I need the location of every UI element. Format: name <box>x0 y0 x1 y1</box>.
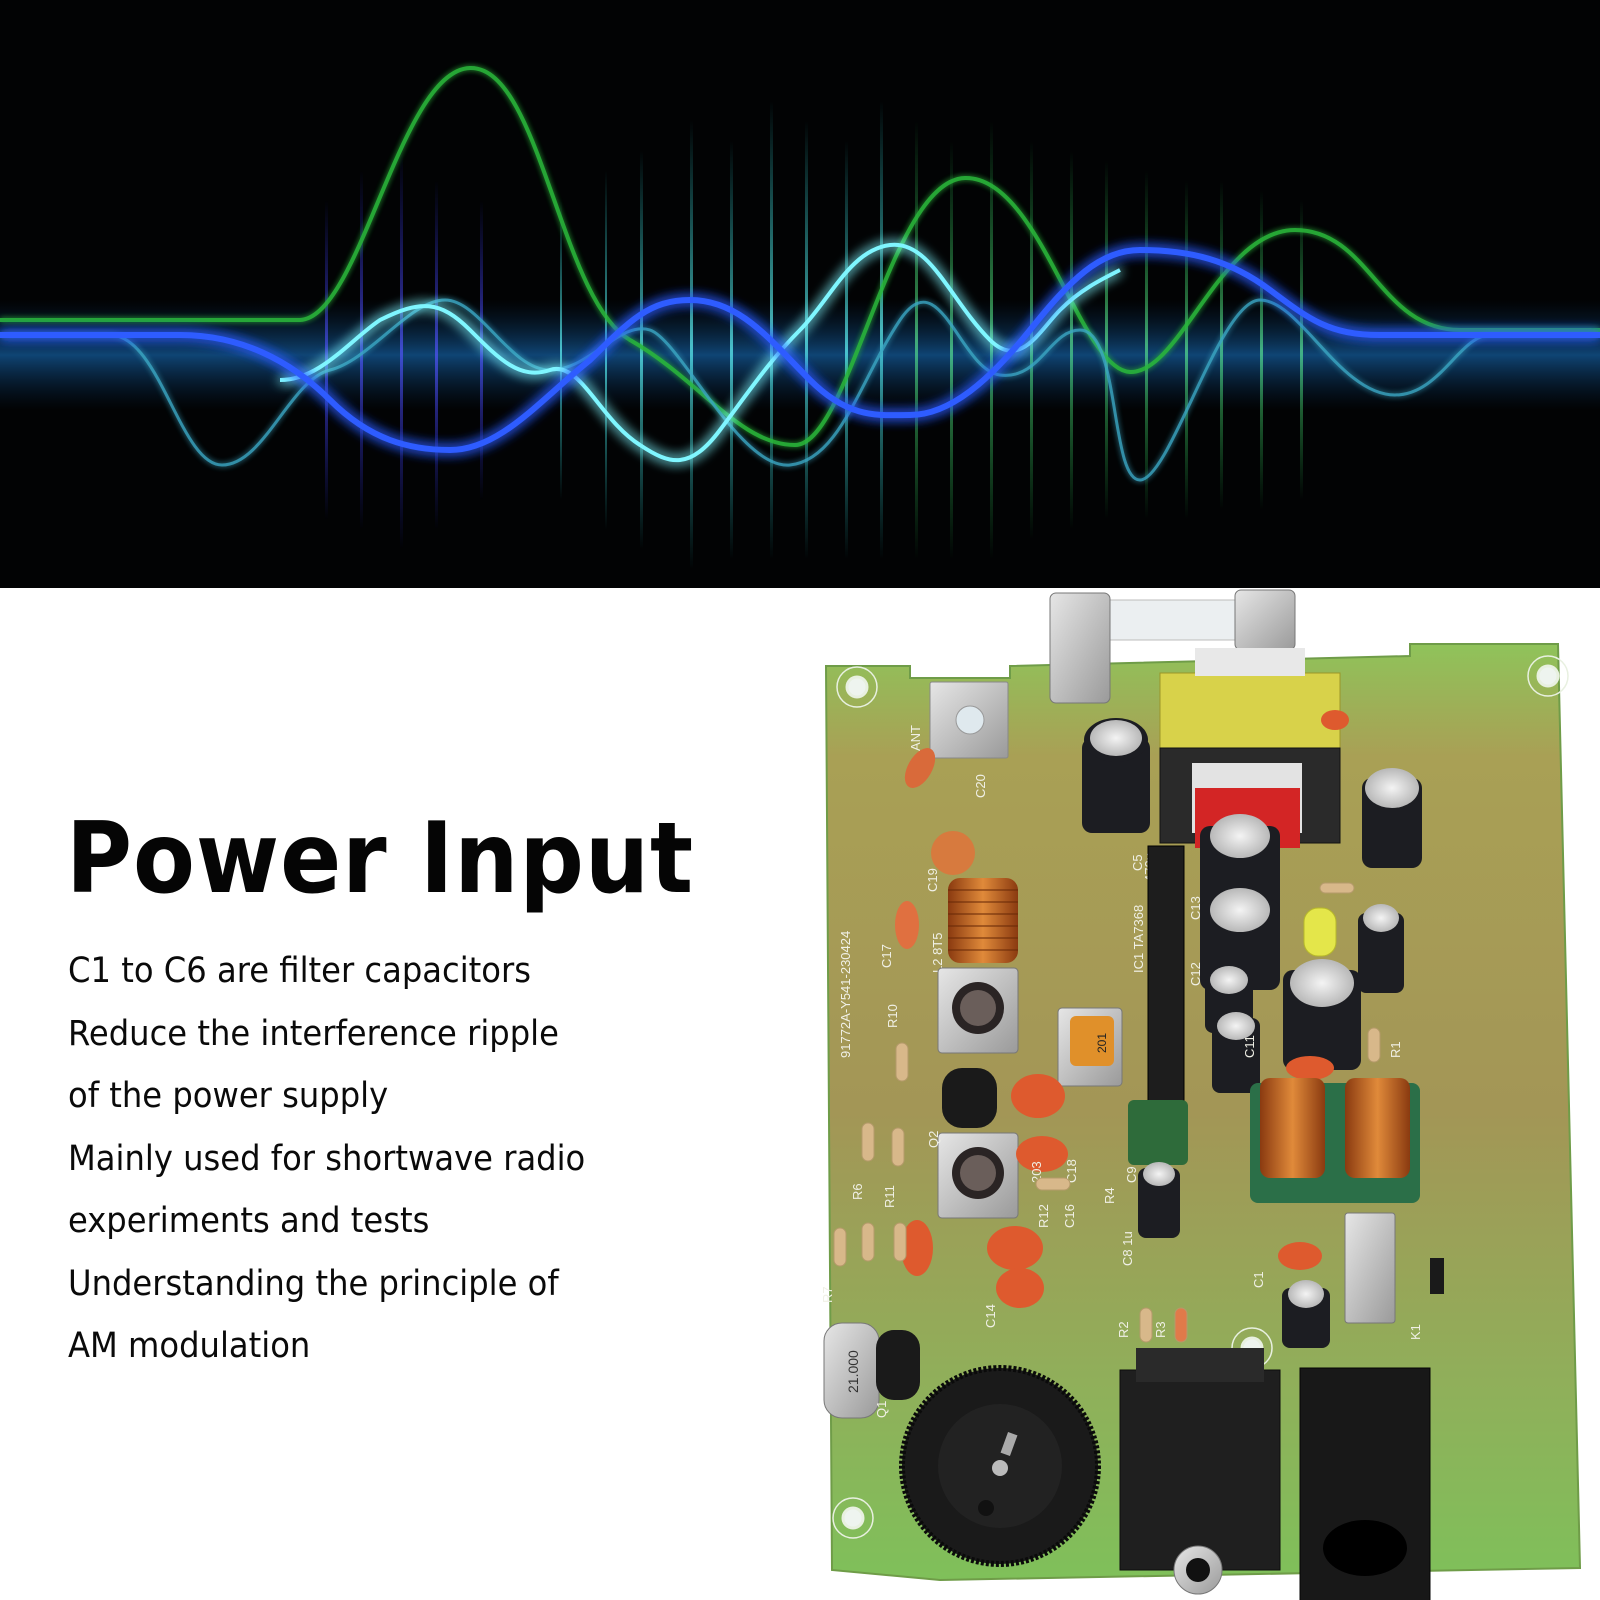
l2-label: L2 8T5 <box>930 933 945 973</box>
svg-text:R6: R6 <box>850 1183 865 1200</box>
pcb-photo: ANT C5 470u <box>820 588 1600 1600</box>
description-text: C1 to C6 are filter capacitors Reduce th… <box>68 940 630 1378</box>
svg-text:Q2: Q2 <box>926 1131 941 1148</box>
svg-text:R12: R12 <box>1036 1204 1051 1228</box>
ant-label: ANT <box>908 725 923 751</box>
svg-text:C8 1u: C8 1u <box>1120 1231 1135 1266</box>
board-id: 91772A-Y541-230424 <box>838 931 853 1058</box>
waveform-illustration <box>0 65 1600 570</box>
svg-text:K1: K1 <box>1408 1324 1423 1340</box>
description-line: Reduce the interference ripple <box>68 1013 559 1054</box>
svg-text:C16: C16 <box>1062 1204 1077 1228</box>
svg-text:201: 201 <box>1095 1033 1109 1053</box>
svg-text:R7: R7 <box>820 1286 835 1303</box>
svg-text:R3: R3 <box>1153 1321 1168 1338</box>
svg-text:R4: R4 <box>1102 1187 1117 1204</box>
svg-text:C14: C14 <box>983 1304 998 1328</box>
svg-text:C12: C12 <box>1188 962 1203 986</box>
svg-text:R11: R11 <box>882 1185 897 1208</box>
c5-label: C5 <box>1130 854 1145 871</box>
svg-text:C17: C17 <box>879 944 894 968</box>
pcb-board <box>824 643 1582 1582</box>
svg-text:R1: R1 <box>1388 1041 1403 1058</box>
description-line: Understanding the principle of <box>68 1263 559 1304</box>
page-title: Power Input <box>66 802 695 916</box>
svg-text:203: 203 <box>1029 1161 1044 1183</box>
description-line: of the power supply <box>68 1076 389 1116</box>
svg-text:C18: C18 <box>1064 1159 1079 1183</box>
svg-text:C11: C11 <box>1242 1035 1257 1058</box>
svg-text:21.000: 21.000 <box>845 1350 861 1393</box>
ic1-label: IC1 TA7368 <box>1131 905 1146 973</box>
content-section: Power Input C1 to C6 are filter capacito… <box>0 588 1600 1600</box>
svg-text:R2: R2 <box>1116 1321 1131 1338</box>
description-line: AM modulation <box>68 1326 311 1366</box>
svg-text:C13: C13 <box>1188 896 1203 920</box>
svg-text:C1: C1 <box>1251 1271 1266 1288</box>
svg-text:C19: C19 <box>925 868 940 892</box>
description-line: C1 to C6 are filter capacitors <box>68 951 532 991</box>
svg-text:C9: C9 <box>1124 1166 1139 1183</box>
description-line: experiments and tests <box>68 1201 430 1241</box>
svg-text:C20: C20 <box>973 774 988 798</box>
svg-text:Q1: Q1 <box>874 1401 889 1418</box>
svg-text:R10: R10 <box>885 1004 900 1028</box>
waveform-banner <box>0 0 1600 588</box>
description-line: Mainly used for shortwave radio <box>68 1138 586 1179</box>
